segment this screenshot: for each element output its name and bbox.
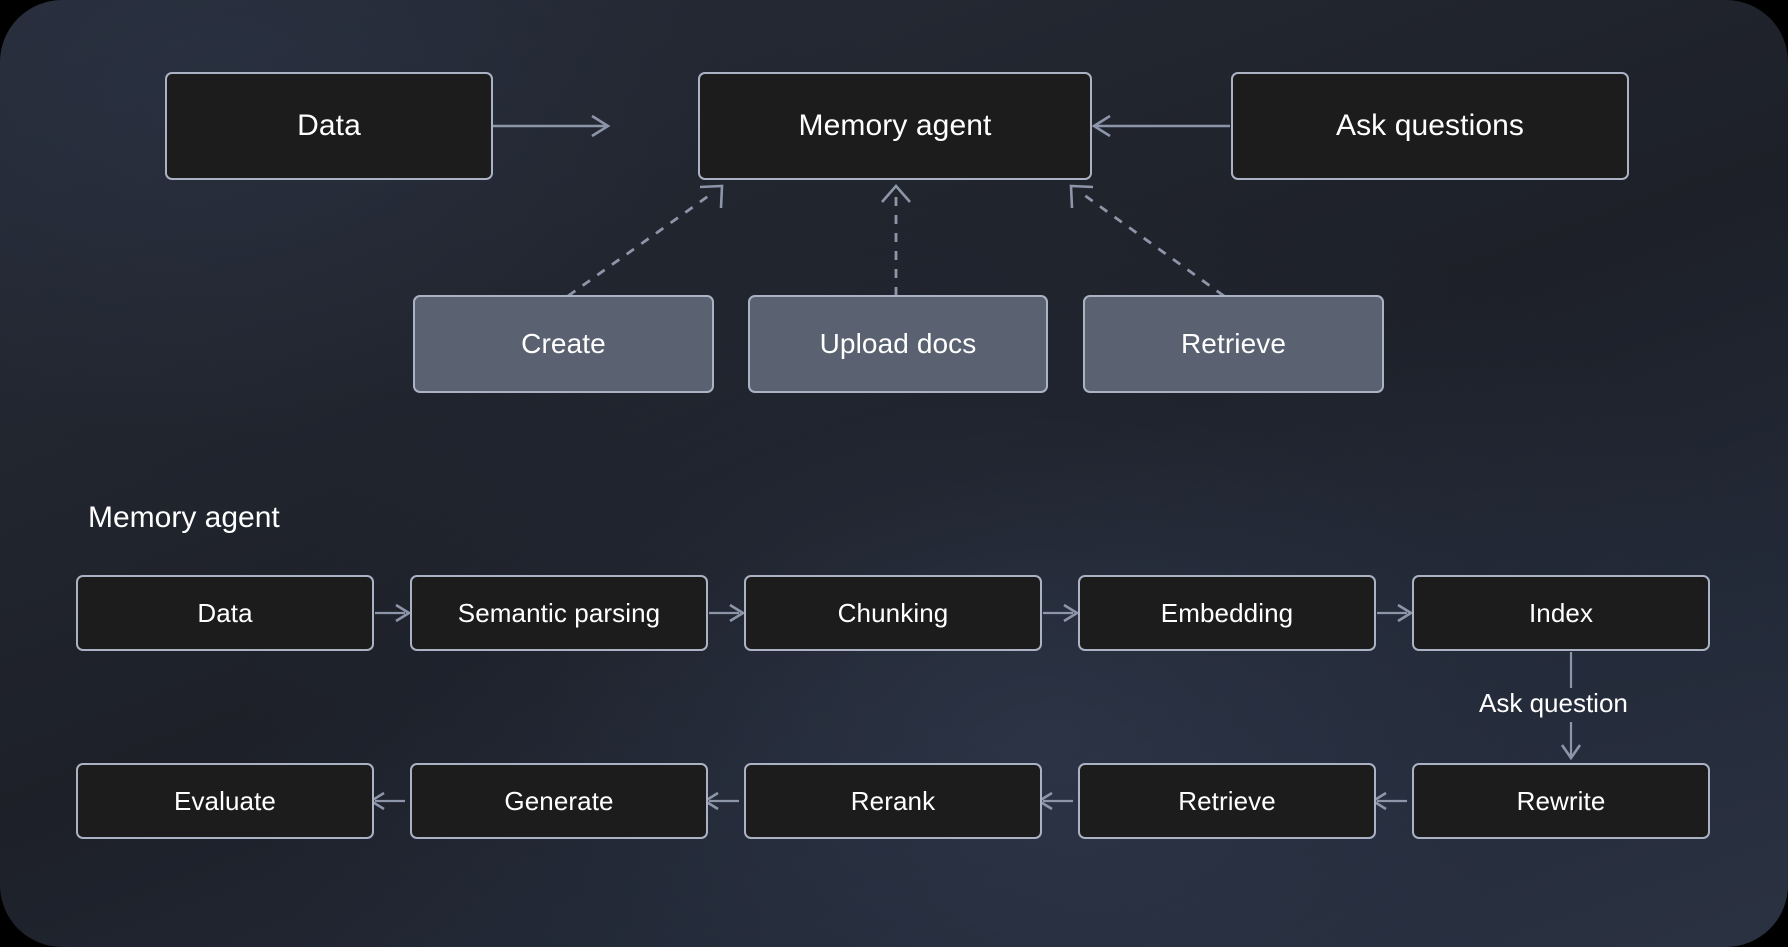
node-pipeline-retrieve-label: Retrieve: [1178, 785, 1276, 816]
node-pipeline-retrieve[interactable]: Retrieve: [1078, 763, 1376, 839]
edge-upload-docs-to-memory-agent: [881, 184, 911, 296]
node-pipeline-embedding-label: Embedding: [1160, 597, 1294, 628]
node-upload-docs[interactable]: Upload docs: [748, 295, 1048, 393]
node-pipeline-rewrite[interactable]: Rewrite: [1412, 763, 1710, 839]
node-pipeline-semantic-parsing-label: Semantic parsing: [457, 597, 661, 628]
node-data[interactable]: Data: [165, 72, 493, 180]
node-pipeline-rerank-label: Rerank: [850, 785, 936, 816]
node-pipeline-embedding[interactable]: Embedding: [1078, 575, 1376, 651]
edge-ask-questions-to-memory-agent: [1091, 114, 1230, 138]
connector-label-ask-question-text: Ask question: [1479, 688, 1628, 718]
node-pipeline-generate-label: Generate: [504, 785, 614, 816]
node-retrieve-label: Retrieve: [1180, 328, 1287, 359]
node-ask-questions-label: Ask questions: [1335, 109, 1525, 142]
node-pipeline-semantic-parsing[interactable]: Semantic parsing: [410, 575, 708, 651]
pipeline-section-title-text: Memory agent: [88, 501, 280, 534]
node-create-label: Create: [521, 328, 606, 359]
edge-rerank-to-generate: [702, 791, 739, 811]
node-memory-agent-label: Memory agent: [798, 109, 992, 142]
edge-chunking-to-embedding: [1043, 603, 1080, 623]
node-pipeline-rerank[interactable]: Rerank: [744, 763, 1042, 839]
node-pipeline-chunking-label: Chunking: [837, 597, 949, 628]
node-data-label: Data: [297, 109, 361, 142]
edge-rewrite-to-retrieve: [1370, 791, 1407, 811]
node-pipeline-evaluate[interactable]: Evaluate: [76, 763, 374, 839]
edge-generate-to-evaluate: [368, 791, 405, 811]
edge-retrieve-to-rerank: [1036, 791, 1073, 811]
node-create[interactable]: Create: [413, 295, 714, 393]
node-pipeline-data[interactable]: Data: [76, 575, 374, 651]
node-pipeline-generate[interactable]: Generate: [410, 763, 708, 839]
node-pipeline-evaluate-label: Evaluate: [174, 785, 276, 816]
node-pipeline-data-label: Data: [197, 597, 253, 628]
connector-label-ask-question: Ask question: [1479, 688, 1628, 719]
edge-semantic-to-chunking: [709, 603, 746, 623]
node-pipeline-index-label: Index: [1528, 597, 1594, 628]
node-pipeline-index[interactable]: Index: [1412, 575, 1710, 651]
edge-retrieve-to-memory-agent: [1069, 184, 1225, 298]
node-upload-docs-label: Upload docs: [819, 328, 977, 359]
edge-embedding-to-index: [1377, 603, 1414, 623]
edge-data-to-semantic: [375, 603, 412, 623]
edge-create-to-memory-agent: [567, 184, 724, 298]
node-pipeline-chunking[interactable]: Chunking: [744, 575, 1042, 651]
node-pipeline-rewrite-label: Rewrite: [1516, 785, 1606, 816]
node-retrieve[interactable]: Retrieve: [1083, 295, 1384, 393]
edge-data-to-memory-agent: [492, 114, 611, 138]
node-memory-agent[interactable]: Memory agent: [698, 72, 1092, 180]
pipeline-section-title: Memory agent: [88, 501, 280, 535]
node-ask-questions[interactable]: Ask questions: [1231, 72, 1629, 180]
